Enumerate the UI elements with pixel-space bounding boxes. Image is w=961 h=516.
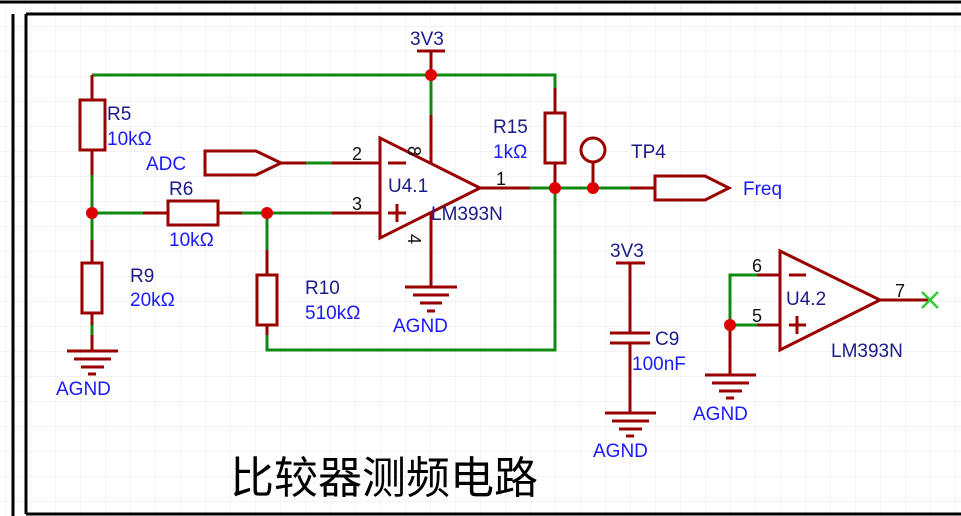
r9-designator: R9 <box>130 266 154 287</box>
u41-plus-sign <box>388 204 406 222</box>
gnd-c9-label: AGND <box>593 441 648 462</box>
u41-pin-2: 2 <box>352 144 362 164</box>
capacitor-c9[interactable]: 3V3 C9 100nF <box>610 241 686 413</box>
ground-u42: AGND <box>693 373 756 425</box>
wires <box>90 73 757 352</box>
r6-value: 10kΩ <box>169 230 214 251</box>
r6-designator: R6 <box>169 179 193 200</box>
junction-dot <box>261 207 273 219</box>
wire-feedback <box>265 188 557 352</box>
resistor-r15[interactable]: R15 1kΩ <box>493 88 567 188</box>
gnd-u42-label: AGND <box>693 404 748 425</box>
u42-pin-6: 6 <box>752 256 762 276</box>
wire-top-rail <box>92 73 557 88</box>
junction-dot <box>549 182 561 194</box>
resistor-r9[interactable]: R9 20kΩ <box>80 240 175 325</box>
ground-u41: AGND <box>393 285 457 337</box>
resistor-r10[interactable]: R10 510kΩ <box>255 250 360 335</box>
freq-label: Freq <box>743 179 782 200</box>
junction-dot <box>86 207 98 219</box>
u42-plus-sign <box>789 316 806 334</box>
gnd-r9-label: AGND <box>56 379 111 400</box>
r5-value: 10kΩ <box>107 129 152 150</box>
u41-designator: U4.1 <box>388 176 428 197</box>
resistor-r5[interactable]: R5 10kΩ <box>78 75 152 175</box>
u41-pin-4: 4 <box>404 234 424 244</box>
r15-designator: R15 <box>493 117 528 138</box>
resistor-r6[interactable]: R6 10kΩ <box>143 179 242 251</box>
u41-pin-3: 3 <box>352 194 362 214</box>
u41-pin-8: 8 <box>404 146 424 156</box>
ground-c9: AGND <box>593 411 656 462</box>
u42-pin-5: 5 <box>752 306 762 326</box>
comparator-u42[interactable]: 6 5 7 U4.2 LM393N <box>728 248 939 375</box>
u42-designator: U4.2 <box>786 289 826 310</box>
r9-value: 20kΩ <box>130 290 175 311</box>
r10-value: 510kΩ <box>305 303 360 324</box>
vcc-top-label: 3V3 <box>410 29 444 50</box>
c9-designator: C9 <box>655 329 679 350</box>
sheet-title: 比较器测频电路 <box>230 453 538 504</box>
comparator-u41[interactable]: 2 3 1 8 4 U4.1 LM393N <box>332 115 530 287</box>
u41-part: LM393N <box>431 204 503 225</box>
junctions <box>86 69 736 331</box>
test-point-tp4[interactable]: TP4 <box>579 136 666 188</box>
vcc-c9-label: 3V3 <box>610 241 644 262</box>
u42-part: LM393N <box>831 341 903 362</box>
ground-r9: AGND <box>56 335 118 400</box>
junction-dot <box>587 182 599 194</box>
junction-dot <box>425 69 437 81</box>
net-port-freq[interactable]: Freq <box>630 174 782 202</box>
tp4-designator: TP4 <box>631 142 666 163</box>
adc-label: ADC <box>146 154 186 175</box>
c9-value: 100nF <box>632 354 686 375</box>
net-port-adc[interactable]: ADC <box>146 149 306 177</box>
no-connect-marker <box>921 291 939 309</box>
junction-dot <box>724 319 736 331</box>
u41-pin-1: 1 <box>496 169 506 189</box>
gnd-u41-label: AGND <box>393 316 448 337</box>
r5-designator: R5 <box>107 104 131 125</box>
r10-designator: R10 <box>305 278 340 299</box>
u42-pin-7: 7 <box>895 281 905 301</box>
r15-value: 1kΩ <box>493 142 527 163</box>
